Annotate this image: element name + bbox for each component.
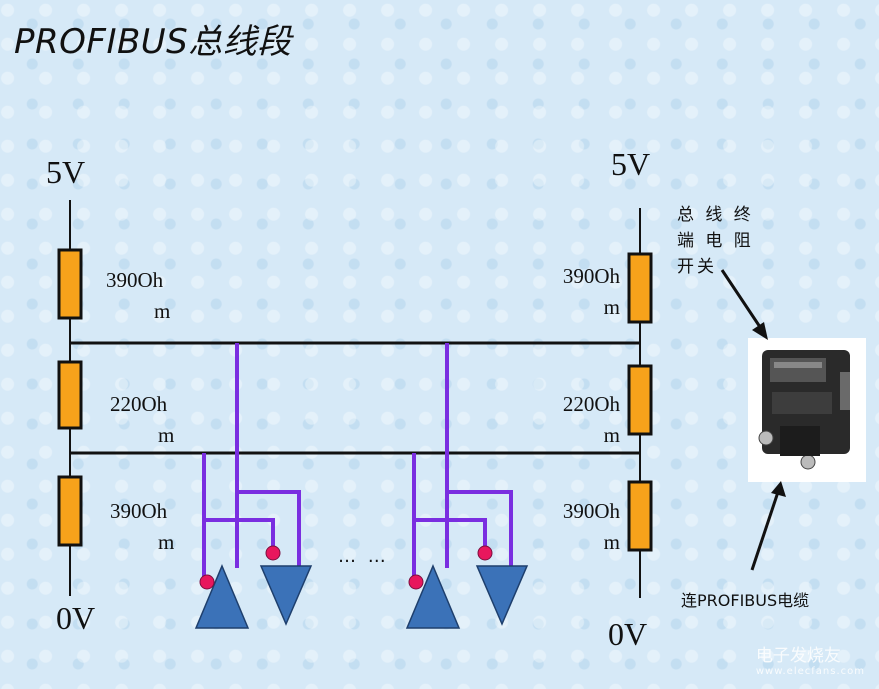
node-dot-2b [477, 545, 493, 561]
watermark: 电子发烧友 www.elecfans.com [756, 641, 865, 677]
ellipsis-label: … … [338, 546, 389, 567]
right-resistor-2 [627, 364, 653, 436]
pointer-arrow-icon [720, 269, 768, 340]
right-resistor-1 [627, 252, 653, 324]
left-resistor-3-label: 390Oh m [110, 499, 175, 554]
right-resistor-3 [627, 480, 653, 552]
node-dot-1a [199, 574, 215, 590]
watermark-sub: www.elecfans.com [755, 666, 865, 677]
node-dot-1b [265, 545, 281, 561]
transmitter-1-icon [194, 564, 250, 629]
cable-note: 连PROFIBUS电缆 [681, 591, 810, 610]
right-resistor-1-label: 390Oh m [562, 264, 620, 319]
left-resistor-1 [57, 248, 83, 320]
right-resistor-2-label: 220Oh m [562, 392, 620, 447]
right-resistor-3-label: 390Oh m [562, 499, 620, 554]
profibus-connector-icon [748, 338, 866, 482]
transmitter-2-icon [405, 564, 461, 629]
receiver-2-icon [475, 565, 529, 626]
node-group-1 [202, 343, 301, 582]
left-resistor-1-label: 390Oh m [106, 268, 171, 323]
node-dot-2a [408, 574, 424, 590]
left-5v-label: 5V [46, 154, 86, 190]
receiver-1-icon [259, 565, 313, 626]
terminator-note: 总 线 终 端 电 阻 开关 [677, 202, 754, 280]
right-0v-label: 0V [608, 616, 648, 652]
pointer-arrow-icon [750, 481, 786, 571]
right-5v-label: 5V [611, 146, 651, 182]
left-resistor-3 [57, 475, 83, 547]
terminator-note-line-2: 端 电 阻 [677, 231, 754, 251]
node-group-2 [412, 343, 513, 582]
left-resistor-2 [57, 360, 83, 430]
left-0v-label: 0V [56, 600, 96, 636]
watermark-main: 电子发烧友 [755, 646, 841, 666]
terminator-note-line-1: 总 线 终 [677, 205, 754, 225]
page-title: PROFIBUS总线段 [14, 22, 292, 62]
terminator-note-line-3: 开关 [677, 257, 717, 277]
left-resistor-2-label: 220Oh m [110, 392, 175, 447]
